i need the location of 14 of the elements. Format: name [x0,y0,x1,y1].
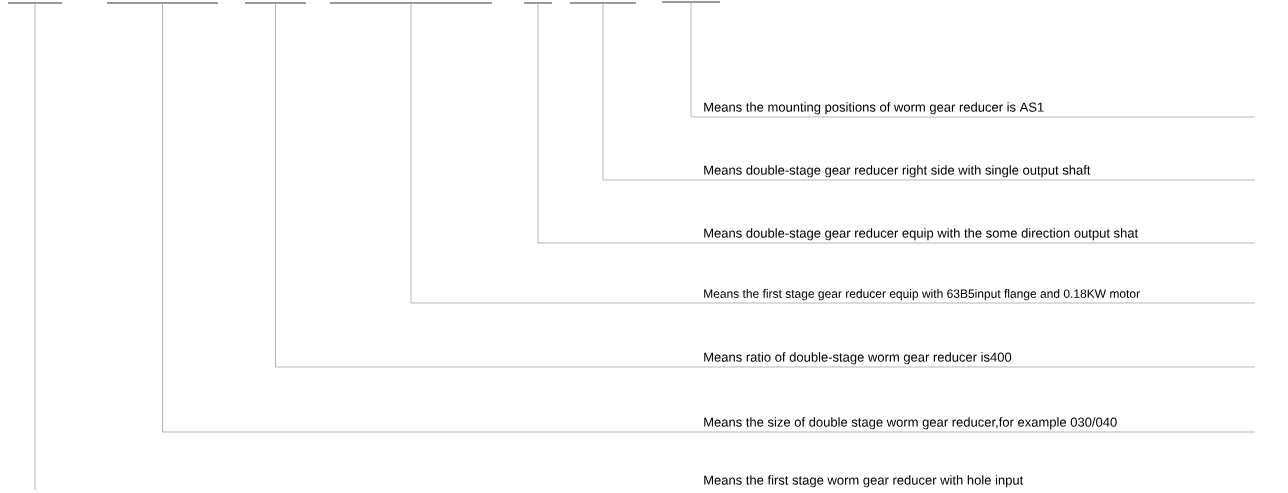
leader-line [537,3,704,244]
leader-line [602,3,704,181]
description-text: Means the first stage worm gear reducer with hole input [704,475,1024,488]
leader-line [410,3,704,304]
description-text: Means the size of double stage worm gear reducer,for example 030/040 [704,417,1117,430]
description-text: Means double-stage gear reducer right side with single output shaft [704,165,1091,178]
description-text: Means the first stage gear reducer equip with 63B5input flange and 0.18KW motor [704,289,1140,301]
description-text: Means ratio of double-stage worm gear reducer is400 [704,352,1012,365]
leader-line [34,3,36,491]
leader-line [162,3,704,433]
description-text: Means double-stage gear reducer equip with the some direction output shat [704,228,1139,241]
description-text: Means the mounting positions of worm gear reducer is AS1 [704,102,1044,115]
leader-line [690,2,704,118]
leader-line [275,3,704,368]
